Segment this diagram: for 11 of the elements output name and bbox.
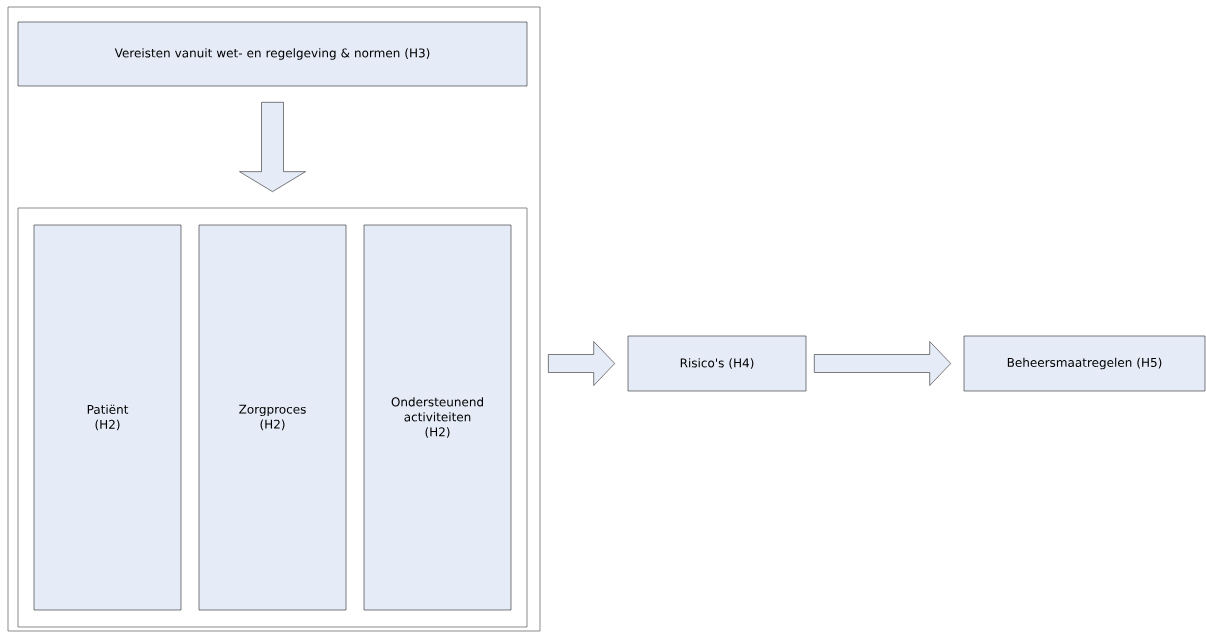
block-arrow	[239, 102, 306, 192]
process-box: Vereisten vanuit wet- en regelgeving & normen (H3)	[17, 21, 528, 87]
block-arrow	[814, 341, 951, 386]
process-box: Ondersteunend activiteiten (H2)	[363, 224, 512, 611]
process-box: Beheersmaatregelen (H5)	[963, 335, 1206, 392]
block-arrow	[548, 341, 615, 386]
frame-box	[7, 6, 541, 632]
process-box: Risico's (H4)	[627, 335, 807, 392]
process-box: Zorgproces (H2)	[198, 224, 347, 611]
frame-box	[17, 207, 528, 628]
process-box: Patiënt (H2)	[33, 224, 182, 611]
